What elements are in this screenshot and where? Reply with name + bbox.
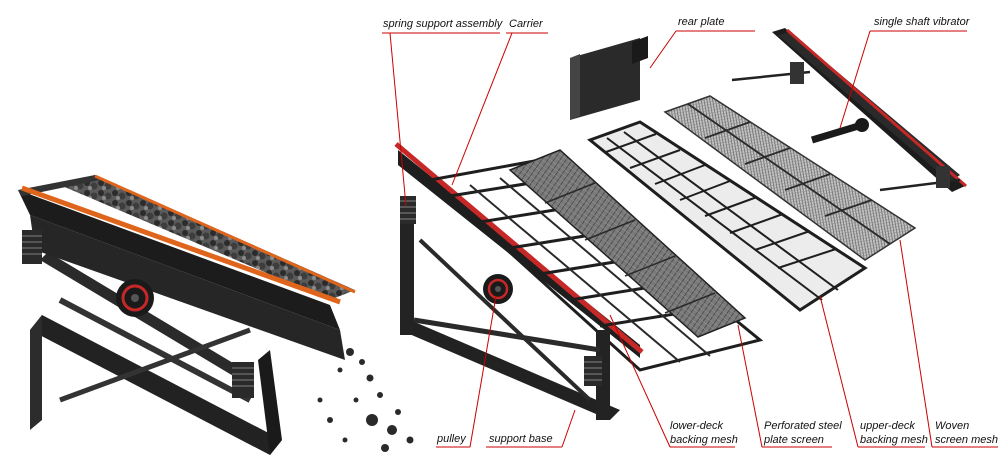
exploded-view [394, 28, 967, 420]
support-base-post [596, 330, 610, 420]
leader-spring-support [389, 32, 407, 207]
vibrator-spring [790, 62, 804, 84]
assembled-side-plate-lower [30, 215, 345, 360]
assembled-rear-plate [18, 175, 100, 196]
assembled-side-plate [18, 190, 340, 330]
label-rear-plate: rear plate [678, 16, 725, 28]
leader-perforated [737, 324, 763, 448]
support-base-brace [413, 317, 601, 353]
pulley [483, 274, 513, 304]
woven-mesh-dividers [687, 103, 891, 245]
vibrator-spring [936, 166, 950, 188]
single-shaft-vibrator [731, 28, 967, 192]
perforated-plate-grid [605, 131, 839, 301]
assembled-top-rail-far [94, 174, 356, 294]
leader-lines [382, 30, 998, 448]
carrier-deck-outline [426, 158, 764, 372]
assembled-screen [18, 174, 414, 455]
label-lower-deck-line2: backing mesh [670, 434, 738, 446]
lower-deck-backing-mesh [508, 149, 747, 338]
leader-vibrator [839, 30, 871, 129]
leader-carrier [451, 32, 513, 186]
assembled-diagonal-brace [58, 297, 252, 403]
assembled-top-rail [21, 185, 341, 305]
label-perforated-line1: Perforated steel [764, 420, 842, 432]
assembled-base-leg [258, 350, 282, 455]
label-spring-support-assembly: spring support assembly [383, 18, 503, 30]
vibrator-hub [855, 118, 869, 132]
assembled-base-beam [30, 315, 282, 455]
assembled-base-leg [30, 315, 42, 430]
label-perforated-line2: plate screen [764, 434, 824, 446]
leader-support-base [561, 409, 576, 448]
support-base-beam [400, 320, 620, 420]
support-base [400, 205, 620, 420]
leader-upper-deck [819, 295, 859, 448]
carrier-side-plate [398, 150, 640, 358]
spring-support [400, 196, 416, 224]
assembled-material-deck [60, 175, 355, 300]
assembled-pulley [116, 279, 154, 317]
carrier-grid-bars [469, 177, 711, 363]
label-woven-line2: screen mesh [935, 434, 998, 446]
assembled-spring [232, 362, 254, 398]
label-upper-deck-line2: backing mesh [860, 434, 928, 446]
assembled-spring [22, 230, 42, 264]
label-support-base: support base [489, 433, 553, 445]
leader-pulley [469, 295, 497, 448]
support-base-diagonal [418, 238, 592, 402]
label-lower-deck-line1: lower-deck [670, 420, 723, 432]
support-base-post [400, 205, 414, 335]
leader-rear-plate [649, 30, 677, 69]
leader-woven [899, 239, 933, 448]
label-single-shaft-vibrator: single shaft vibrator [874, 16, 970, 28]
assembled-diagonal-brace [59, 327, 251, 403]
discharge-stones [317, 348, 414, 452]
label-pulley: pulley [437, 433, 466, 445]
leader-lower-deck [609, 314, 671, 448]
label-woven-line1: Woven [935, 420, 970, 432]
lower-deck-mesh-dividers [544, 182, 716, 314]
label-upper-deck-line1: upper-deck [860, 420, 915, 432]
rear-plate [570, 36, 648, 120]
spring-support [584, 356, 602, 386]
label-carrier: Carrier [509, 18, 543, 30]
